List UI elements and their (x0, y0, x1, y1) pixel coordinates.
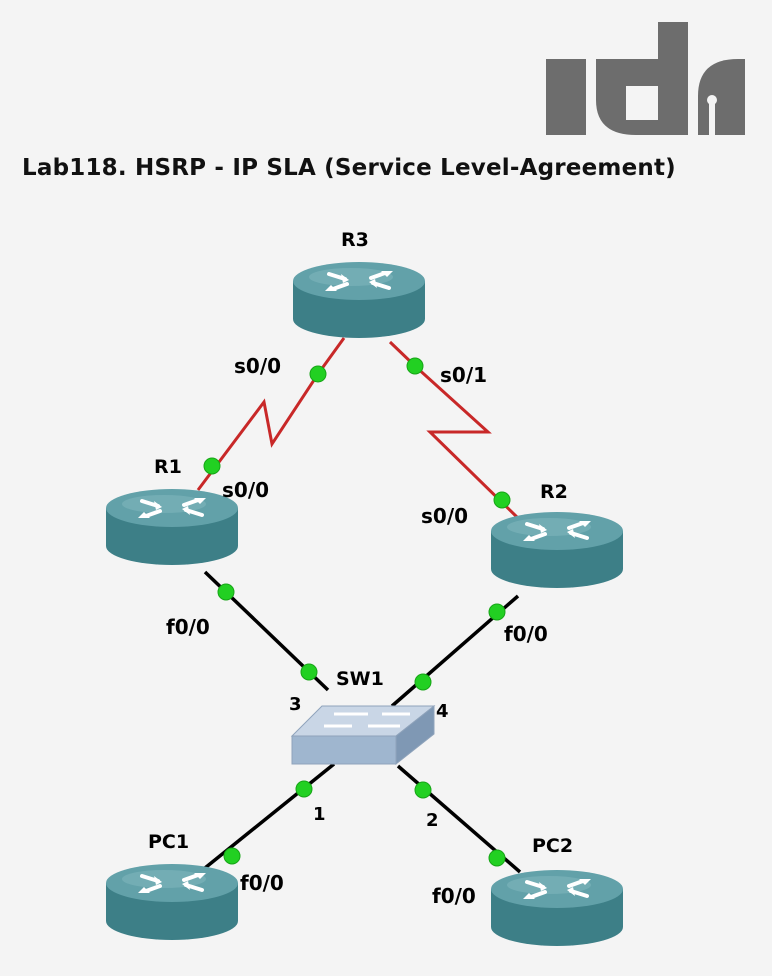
ethernet-link-sw1-pc1 (198, 762, 336, 874)
port-dot-sw1-p4 (414, 673, 432, 691)
pc1-f00-label: f0/0 (240, 871, 284, 895)
ida-logo (546, 22, 745, 135)
r3-s00-label: s0/0 (234, 354, 281, 378)
r2-label: R2 (540, 481, 568, 503)
r1-s00-label: s0/0 (222, 478, 269, 502)
port-dot-r3-s00 (309, 365, 327, 383)
r3-label: R3 (341, 229, 369, 251)
pc2-f00-label: f0/0 (432, 884, 476, 908)
r1-label: R1 (154, 456, 182, 478)
serial-link-r3-r1 (196, 337, 346, 491)
port-dot-r1-s00 (203, 457, 221, 475)
pc1-router-icon[interactable] (104, 862, 240, 942)
port-dot-sw1-p2 (414, 781, 432, 799)
lab-title: Lab118. HSRP - IP SLA (Service Level-Agr… (22, 155, 676, 181)
sw1-label: SW1 (336, 668, 384, 690)
port-dot-pc2-f00 (488, 849, 506, 867)
sw1-port4-label: 4 (436, 701, 449, 722)
serial-link-r3-r2 (388, 340, 522, 522)
port-dot-sw1-p3 (300, 663, 318, 681)
pc1-label: PC1 (148, 831, 189, 853)
r2-f00-label: f0/0 (504, 622, 548, 646)
router-r2-icon[interactable] (489, 510, 625, 590)
pc2-label: PC2 (532, 835, 573, 857)
port-dot-r2-s00 (493, 491, 511, 509)
sw1-port1-label: 1 (313, 804, 326, 825)
port-dot-r2-f00 (488, 603, 506, 621)
port-dot-pc1-f00 (223, 847, 241, 865)
port-dot-r1-f00 (217, 583, 235, 601)
r1-f00-label: f0/0 (166, 615, 210, 639)
port-dot-r3-s01 (406, 357, 424, 375)
router-r3-icon[interactable] (291, 260, 427, 340)
sw1-port3-label: 3 (289, 694, 302, 715)
pc2-router-icon[interactable] (489, 868, 625, 948)
port-dot-sw1-p1 (295, 780, 313, 798)
r2-s00-label: s0/0 (421, 504, 468, 528)
switch-sw1-icon[interactable] (290, 704, 436, 766)
sw1-port2-label: 2 (426, 810, 439, 831)
r3-s01-label: s0/1 (440, 363, 487, 387)
router-r1-icon[interactable] (104, 487, 240, 567)
